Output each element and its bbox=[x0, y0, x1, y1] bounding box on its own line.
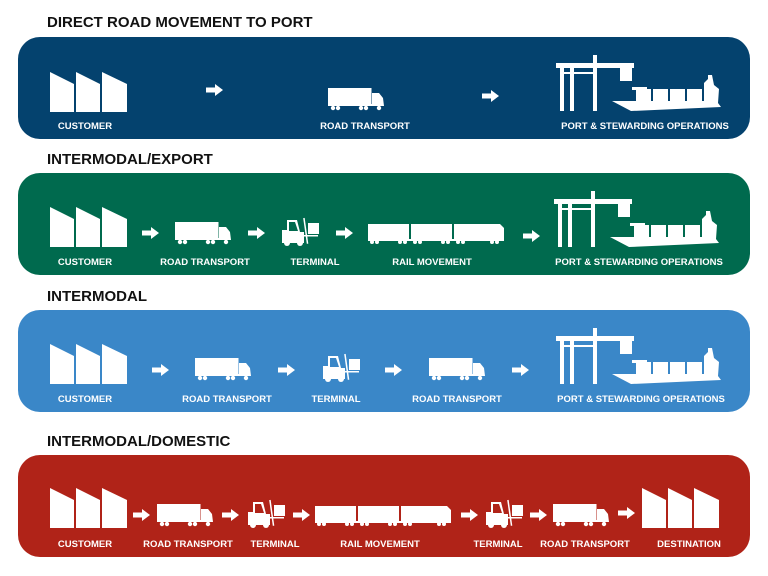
forklift-icon bbox=[321, 352, 361, 382]
destination-factory-icon bbox=[642, 488, 720, 528]
arrow-right-icon bbox=[385, 364, 402, 376]
truck-icon bbox=[328, 87, 386, 111]
flow-panel-intermodal-domestic: CUSTOMER ROAD TRANSPORT TERMINAL RAIL MO… bbox=[18, 455, 750, 557]
arrow-right-icon bbox=[152, 364, 169, 376]
crane-ship-icon bbox=[556, 55, 722, 111]
train-icon bbox=[368, 221, 508, 245]
flow-title-intermodal-domestic: INTERMODAL/DOMESTIC bbox=[47, 433, 231, 450]
arrow-right-icon bbox=[482, 90, 499, 102]
forklift-icon bbox=[484, 498, 524, 528]
step-label: RAIL MOVEMENT bbox=[340, 539, 420, 550]
flow-panel-direct-road: CUSTOMER ROAD TRANSPORT PORT & STEWARDIN… bbox=[18, 37, 750, 139]
truck-icon bbox=[429, 357, 487, 381]
step-label: ROAD TRANSPORT bbox=[160, 257, 250, 268]
flow-title-intermodal-export: INTERMODAL/EXPORT bbox=[47, 151, 213, 168]
step-label: TERMINAL bbox=[290, 257, 340, 268]
step-label: PORT & STEWARDING OPERATIONS bbox=[557, 394, 725, 405]
truck-icon bbox=[175, 221, 233, 245]
step-label: TERMINAL bbox=[250, 539, 300, 550]
crane-ship-icon bbox=[554, 191, 720, 247]
arrow-right-icon bbox=[461, 509, 478, 521]
arrow-right-icon bbox=[278, 364, 295, 376]
step-label: ROAD TRANSPORT bbox=[412, 394, 502, 405]
arrow-right-icon bbox=[336, 227, 353, 239]
forklift-icon bbox=[246, 498, 286, 528]
arrow-right-icon bbox=[222, 509, 239, 521]
crane-ship-icon bbox=[556, 328, 722, 384]
factory-icon bbox=[50, 72, 128, 112]
factory-icon bbox=[50, 344, 128, 384]
step-label: ROAD TRANSPORT bbox=[540, 539, 630, 550]
step-label: CUSTOMER bbox=[57, 257, 113, 268]
arrow-right-icon bbox=[618, 507, 635, 519]
step-label: ROAD TRANSPORT bbox=[182, 394, 272, 405]
step-label: TERMINAL bbox=[473, 539, 523, 550]
step-label: PORT & STEWARDING OPERATIONS bbox=[561, 121, 729, 132]
arrow-right-icon bbox=[293, 509, 310, 521]
arrow-right-icon bbox=[530, 509, 547, 521]
step-label: ROAD TRANSPORT bbox=[320, 121, 410, 132]
step-label: CUSTOMER bbox=[57, 539, 113, 550]
truck-icon bbox=[553, 503, 611, 527]
step-label: PORT & STEWARDING OPERATIONS bbox=[555, 257, 723, 268]
step-label: DESTINATION bbox=[657, 539, 721, 550]
arrow-right-icon bbox=[206, 84, 223, 96]
step-label: ROAD TRANSPORT bbox=[143, 539, 233, 550]
flow-panel-intermodal: CUSTOMER ROAD TRANSPORT TERMINAL ROAD TR… bbox=[18, 310, 750, 412]
flow-title-intermodal: INTERMODAL bbox=[47, 288, 147, 305]
arrow-right-icon bbox=[512, 364, 529, 376]
step-label: TERMINAL bbox=[311, 394, 361, 405]
arrow-right-icon bbox=[248, 227, 265, 239]
train-icon bbox=[315, 503, 455, 527]
forklift-icon bbox=[280, 216, 320, 246]
truck-icon bbox=[157, 503, 215, 527]
truck-icon bbox=[195, 357, 253, 381]
flow-title-direct-road: DIRECT ROAD MOVEMENT TO PORT bbox=[47, 14, 313, 31]
step-label: CUSTOMER bbox=[57, 394, 113, 405]
factory-icon bbox=[50, 207, 128, 247]
arrow-right-icon bbox=[142, 227, 159, 239]
arrow-right-icon bbox=[523, 230, 540, 242]
flow-panel-intermodal-export: CUSTOMER ROAD TRANSPORT TERMINAL RAIL MO… bbox=[18, 173, 750, 275]
factory-icon bbox=[50, 488, 128, 528]
arrow-right-icon bbox=[133, 509, 150, 521]
step-label: CUSTOMER bbox=[57, 121, 113, 132]
step-label: RAIL MOVEMENT bbox=[392, 257, 472, 268]
